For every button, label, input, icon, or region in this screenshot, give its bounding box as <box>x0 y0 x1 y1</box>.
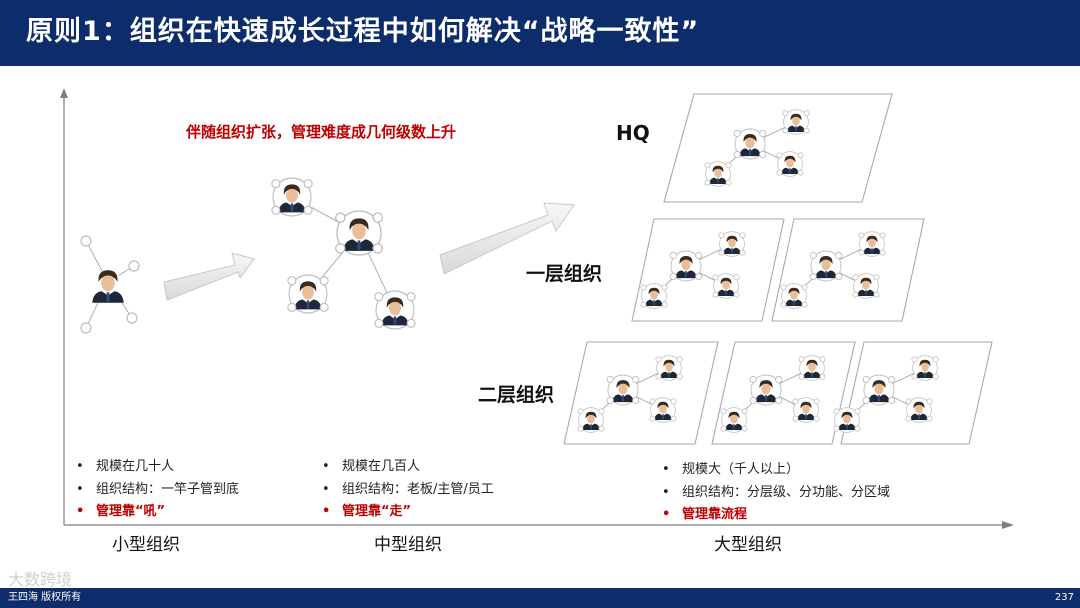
progress-arrow-icon <box>163 252 255 301</box>
medium-org-cluster <box>272 178 415 329</box>
y-axis-arrowhead <box>60 88 68 98</box>
x-axis-arrowhead <box>1002 521 1014 529</box>
node-circle-icon <box>80 235 92 247</box>
label-level2: 二层组织 <box>478 384 555 406</box>
small-org-bullet: •组织结构：一竿子管到底 <box>76 482 240 497</box>
small-org-cluster <box>80 235 140 334</box>
label-hq: HQ <box>616 121 650 145</box>
axis-label-medium: 中型组织 <box>374 535 442 555</box>
axis-label-large: 大型组织 <box>714 535 782 555</box>
person-avatar-icon <box>336 211 383 255</box>
slide-footer: 王四海 版权所有 237 <box>0 588 1080 608</box>
node-circle-icon <box>80 322 92 334</box>
axis-label-small: 小型组织 <box>112 535 180 555</box>
slide-header: 原则1：组织在快速成长过程中如何解决“战略一致性” <box>0 0 1080 66</box>
level2-panel <box>834 341 993 445</box>
level2-panel <box>563 341 719 445</box>
headline: 伴随组织扩张，管理难度成几何级数上升 <box>186 123 457 141</box>
hq-panel <box>663 93 893 203</box>
label-level1: 一层组织 <box>526 263 603 285</box>
medium-org-bullet: •组织结构：老板/主管/员工 <box>322 482 494 497</box>
node-circle-icon <box>126 312 138 324</box>
slide-title: 原则1：组织在快速成长过程中如何解决“战略一致性” <box>26 16 700 47</box>
large-org-bullet: •规模大（千人以上） <box>662 462 800 477</box>
medium-org-highlight: •管理靠“走” <box>322 504 412 519</box>
level2-panel <box>711 341 856 445</box>
watermark: 大数跨境 <box>8 570 73 589</box>
page-number: 237 <box>1054 592 1074 603</box>
person-avatar-icon <box>272 178 312 216</box>
footer-author: 王四海 版权所有 <box>8 592 82 603</box>
person-avatar-icon <box>288 275 328 313</box>
medium-org-bullet: •规模在几百人 <box>322 459 421 474</box>
level1-panel <box>631 218 785 322</box>
small-org-bullet: •规模在几十人 <box>76 459 175 474</box>
large-org-highlight: •管理靠流程 <box>662 507 748 522</box>
small-org-highlight: •管理靠“吼” <box>76 504 166 519</box>
person-avatar-icon <box>375 291 415 329</box>
level1-panel <box>771 218 925 322</box>
node-circle-icon <box>128 260 140 272</box>
large-org-bullet: •组织结构：分层级、分功能、分区域 <box>662 485 891 500</box>
progress-arrow-icon <box>439 202 575 275</box>
